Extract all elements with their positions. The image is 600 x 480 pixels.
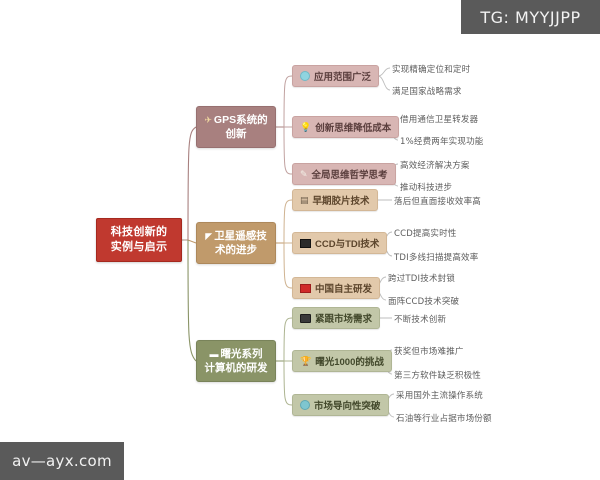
branch-sat-line2: 术的进步	[214, 244, 257, 256]
subnode-gps-cost[interactable]: 💡 创新思维降低成本	[292, 116, 400, 138]
root-line2: 实例与启示	[110, 241, 168, 253]
leaf-label: 借用通信卫星转发器	[400, 115, 479, 125]
leaf-label: 第三方软件缺乏积极性	[394, 371, 482, 381]
subnode-gps-philosophy[interactable]: ✎ 全局思维哲学思考	[292, 163, 396, 185]
subnode-label: 早期胶片技术	[312, 196, 370, 207]
leaf-label: CCD提高实时性	[394, 229, 457, 239]
subnode-sgu-market[interactable]: 紧跟市场需求	[292, 307, 381, 329]
branch-sat-line1: 卫星遥感技	[214, 229, 267, 242]
subnode-label: 应用范围广泛	[314, 72, 372, 83]
branch-gps-line1: GPS系统的	[213, 113, 268, 126]
leaf-label: 推动科技进步	[400, 183, 453, 193]
root-line1: 科技创新的	[110, 226, 168, 239]
watermark-top-right: TG: MYYJJPP	[461, 0, 600, 34]
branch-sgu-line1: 曙光系列	[220, 347, 263, 360]
flag-icon	[300, 283, 311, 293]
subnode-label: 全局思维哲学思考	[311, 170, 388, 181]
subnode-sgu-challenge[interactable]: 🏆 曙光1000的挑战	[292, 350, 392, 372]
subnode-sat-ccd-tdi[interactable]: CCD与TDI技术	[292, 232, 388, 254]
brush-icon: ✎	[300, 168, 308, 179]
leaf-label: 石油等行业占据市场份额	[396, 414, 492, 424]
branch-node-gps[interactable]: ✈GPS系统的 创新	[196, 106, 276, 148]
subnode-sat-film[interactable]: ▤ 早期胶片技术	[292, 189, 378, 211]
leaf-label: 不断技术创新	[394, 315, 447, 325]
leaf-label: 获奖但市场难推广	[394, 347, 464, 357]
trophy-icon: 🏆	[300, 355, 312, 366]
branch-node-satellite[interactable]: ◤卫星遥感技 术的进步	[196, 222, 276, 264]
leaf-label: TDI多线扫描提高效率	[394, 253, 479, 263]
branch-sgu-line2: 计算机的研发	[204, 362, 268, 374]
satellite-icon: ◤	[205, 230, 213, 241]
leaf-label: 实现精确定位和定时	[392, 65, 471, 75]
leaf-label: 满足国家战略需求	[392, 87, 462, 97]
leaf-label: 面阵CCD技术突破	[388, 297, 460, 307]
leaf-label: 高效经济解决方案	[400, 161, 470, 171]
leaf-label: 1%经费两年实现功能	[400, 137, 484, 147]
film-icon: ▤	[300, 194, 309, 205]
leaf-label: 跨过TDI技术封锁	[388, 274, 456, 284]
subnode-label: 市场导向性突破	[314, 401, 381, 412]
globe-icon	[300, 400, 310, 410]
laptop-icon: ▬	[209, 348, 219, 359]
leaf-label: 落后但直面接收效率高	[394, 197, 482, 207]
subnode-sgu-breakthrough[interactable]: 市场导向性突破	[292, 394, 389, 416]
subnode-label: 紧跟市场需求	[315, 314, 373, 325]
monitor-icon	[300, 313, 311, 323]
subnode-label: 曙光1000的挑战	[315, 357, 384, 368]
leaf-label: 采用国外主流操作系统	[396, 391, 484, 401]
watermark-bottom-left: av—ayx.com	[0, 442, 124, 480]
subnode-label: CCD与TDI技术	[315, 239, 380, 250]
chip-icon	[300, 238, 311, 248]
globe-icon	[300, 71, 310, 81]
bulb-icon: 💡	[300, 121, 312, 132]
subnode-gps-application[interactable]: 应用范围广泛	[292, 65, 380, 87]
subnode-label: 中国自主研发	[315, 284, 373, 295]
root-node[interactable]: 科技创新的 实例与启示	[96, 218, 182, 262]
branch-gps-line2: 创新	[225, 128, 247, 140]
subnode-sat-china[interactable]: 中国自主研发	[292, 277, 381, 299]
subnode-label: 创新思维降低成本	[315, 123, 392, 134]
branch-node-shuguang[interactable]: ▬曙光系列 计算机的研发	[196, 340, 276, 382]
rocket-icon: ✈	[204, 114, 212, 125]
